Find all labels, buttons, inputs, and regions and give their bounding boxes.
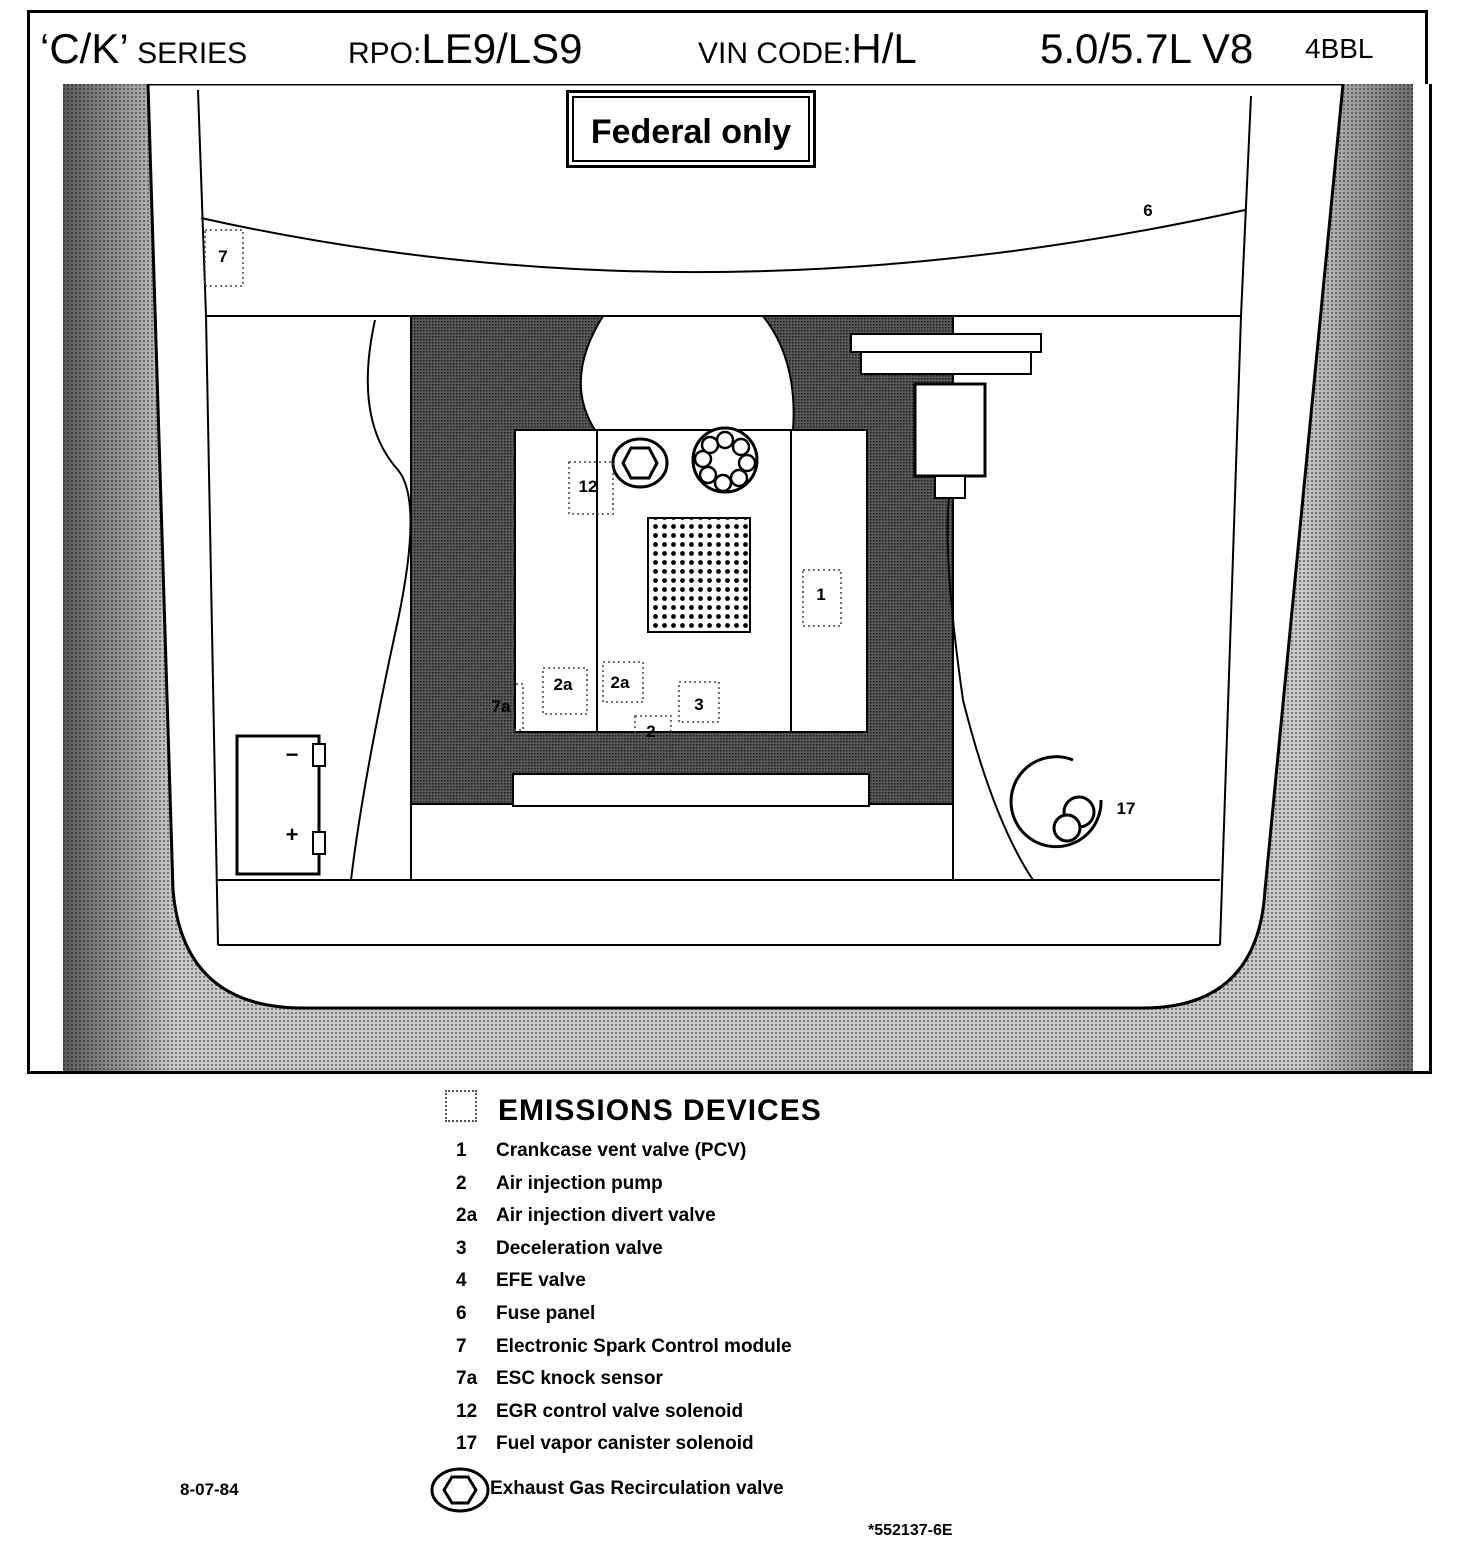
diagram-drawing bbox=[30, 84, 1429, 1071]
callout-2a-right: 2a bbox=[610, 673, 630, 692]
rpo-label: RPO:LE9/LS9 bbox=[348, 13, 583, 85]
callout-1: 1 bbox=[816, 585, 826, 604]
callout-6: 6 bbox=[1143, 201, 1153, 220]
legend-item-label: Fuse panel bbox=[496, 1303, 596, 1324]
legend-item-number: 3 bbox=[456, 1238, 467, 1259]
callout-2a-left: 2a bbox=[553, 675, 573, 694]
fuel-vapor-canister bbox=[1009, 755, 1103, 849]
engine-compartment-diagram: 7 6 12 1 2a 2a 7a 3 2 17 − + bbox=[27, 84, 1432, 1074]
canister-solenoid-port-b bbox=[1052, 813, 1082, 843]
legend-item: 7a ESC knock sensor bbox=[456, 1368, 663, 1392]
rpo-prefix: RPO: bbox=[348, 37, 422, 70]
legend-item-label: Crankcase vent valve (PCV) bbox=[496, 1140, 747, 1161]
legend-item-label: ESC knock sensor bbox=[496, 1368, 663, 1389]
master-cylinder-outlet bbox=[934, 475, 966, 499]
legend-item-number: 2a bbox=[456, 1205, 478, 1226]
legend-item-number: 4 bbox=[456, 1270, 467, 1291]
federal-only-note: Federal only bbox=[566, 90, 816, 168]
legend-item-label: Air injection pump bbox=[496, 1173, 663, 1194]
vin-prefix: VIN CODE: bbox=[698, 37, 852, 70]
legend-item-number: 2 bbox=[456, 1173, 467, 1194]
series-word: SERIES bbox=[137, 37, 248, 70]
left-hose bbox=[350, 319, 412, 881]
egr-hex-icon bbox=[621, 446, 659, 480]
callout-7: 7 bbox=[218, 247, 228, 266]
legend-title: EMISSIONS DEVICES bbox=[498, 1094, 822, 1127]
legend-item-label: Deceleration valve bbox=[496, 1238, 663, 1259]
battery bbox=[235, 734, 321, 876]
callout-2: 2 bbox=[646, 722, 656, 741]
battery-neg-post bbox=[312, 743, 326, 767]
cowl-line bbox=[200, 209, 1246, 274]
legend-item-number: 17 bbox=[456, 1433, 478, 1454]
legend-item-label: EGR control valve solenoid bbox=[496, 1401, 744, 1422]
left-inner-fender bbox=[205, 315, 219, 946]
legend-item-number: 12 bbox=[456, 1401, 478, 1422]
firewall-left-edge bbox=[197, 89, 207, 317]
legend-item: 4 EFE valve bbox=[456, 1270, 586, 1294]
legend-item-number: 7 bbox=[456, 1336, 467, 1357]
legend-item: 17 Fuel vapor canister solenoid bbox=[456, 1433, 754, 1457]
vin-value: H/L bbox=[851, 25, 917, 72]
rpo-value: LE9/LS9 bbox=[421, 25, 583, 72]
right-margin bbox=[1413, 84, 1429, 1071]
legend-item: 6 Fuse panel bbox=[456, 1303, 595, 1327]
firewall-right-edge bbox=[1240, 95, 1252, 317]
callout-17: 17 bbox=[1116, 799, 1136, 818]
brake-booster-flange bbox=[850, 333, 1042, 353]
legend-item: 12 EGR control valve solenoid bbox=[456, 1401, 743, 1425]
distributor-terminals bbox=[693, 430, 757, 493]
legend-item: 1 Crankcase vent valve (PCV) bbox=[456, 1140, 746, 1164]
date-code: 8-07-84 bbox=[180, 1480, 239, 1499]
battery-positive-sign: + bbox=[285, 822, 299, 847]
engine-size: 5.0/5.7L V8 bbox=[1040, 25, 1254, 72]
master-cylinder bbox=[913, 382, 987, 478]
series-label: ‘C/K’ SERIES bbox=[40, 13, 247, 85]
series-code: ‘C/K’ bbox=[40, 25, 129, 72]
front-cover-plate bbox=[512, 773, 870, 807]
legend-item-number: 7a bbox=[456, 1368, 478, 1389]
egr-valve-legend-icon bbox=[430, 1467, 490, 1513]
legend-item-number: 1 bbox=[456, 1140, 467, 1161]
emissions-marker-key bbox=[445, 1090, 477, 1122]
header-bar: ‘C/K’ SERIES RPO:LE9/LS9 VIN CODE:H/L 5.… bbox=[27, 10, 1428, 88]
right-inner-fender bbox=[1219, 315, 1242, 946]
legend-item: 7 Electronic Spark Control module bbox=[456, 1336, 792, 1360]
air-cleaner-snorkel bbox=[579, 315, 795, 431]
legend-item-label: Air injection divert valve bbox=[496, 1205, 716, 1226]
legend-item: 3 Deceleration valve bbox=[456, 1238, 663, 1262]
callout-7a: 7a bbox=[491, 697, 511, 716]
legend-item-label: EFE valve bbox=[496, 1270, 586, 1291]
carburetor-grid bbox=[647, 517, 751, 633]
battery-pos-post bbox=[312, 831, 326, 855]
left-margin bbox=[30, 84, 63, 1071]
egr-legend-label: Exhaust Gas Recirculation valve bbox=[490, 1478, 784, 1499]
vin-label: VIN CODE:H/L bbox=[698, 13, 917, 85]
callout-3: 3 bbox=[694, 695, 704, 714]
carburetor-type: 4BBL bbox=[1305, 33, 1374, 64]
legend-item-label: Electronic Spark Control module bbox=[496, 1336, 792, 1357]
legend-item-label: Fuel vapor canister solenoid bbox=[496, 1433, 754, 1454]
legend-item: 2a Air injection divert valve bbox=[456, 1205, 716, 1229]
callout-12: 12 bbox=[578, 477, 598, 496]
battery-negative-sign: − bbox=[285, 742, 299, 767]
legend-item: 2 Air injection pump bbox=[456, 1173, 663, 1197]
document-code: *552137-6E bbox=[868, 1522, 953, 1539]
legend-item-number: 6 bbox=[456, 1303, 467, 1324]
emission-markers bbox=[204, 229, 842, 757]
brake-booster-body bbox=[860, 351, 1032, 375]
brake-line bbox=[946, 497, 1034, 881]
